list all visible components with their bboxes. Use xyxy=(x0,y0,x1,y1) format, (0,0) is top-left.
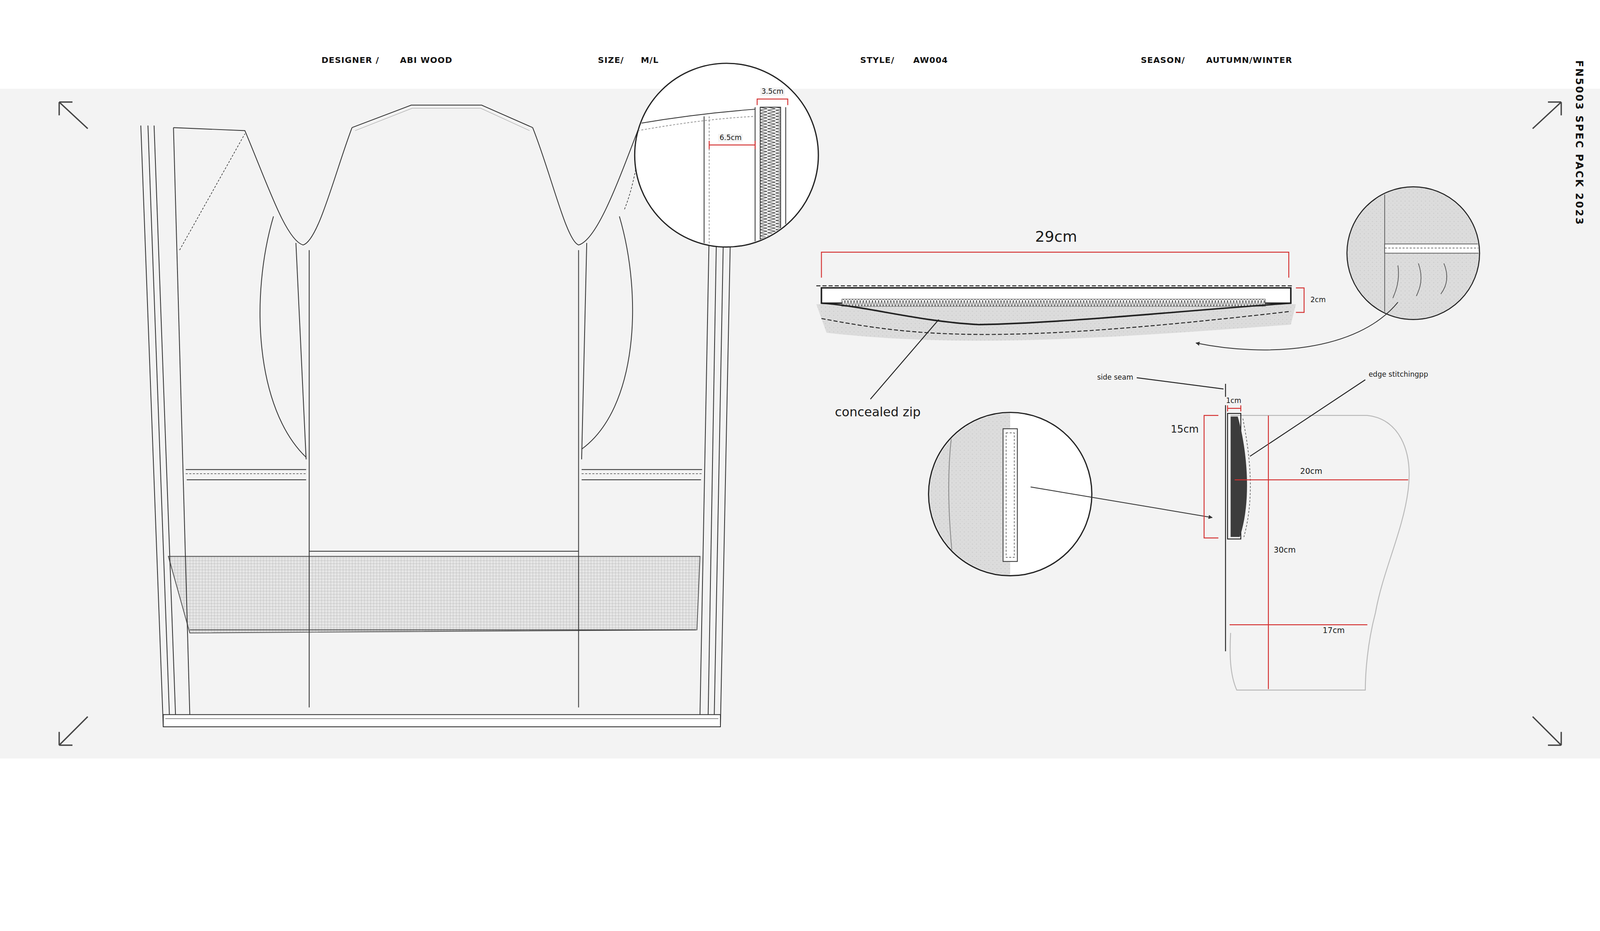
dimension: 1cm xyxy=(1224,397,1243,406)
dimension: 15cm xyxy=(1169,423,1200,436)
header-field: STYLE/ xyxy=(860,55,895,65)
dimension: 20cm xyxy=(1298,467,1324,477)
dimension: 3.5cm xyxy=(760,87,785,97)
header-field: SEASON/ xyxy=(1140,55,1185,65)
header-value: AUTUMN/WINTER xyxy=(1206,55,1293,65)
dimension: 17cm xyxy=(1321,626,1346,636)
callout-label: concealed zip xyxy=(833,405,923,420)
dimension: 29cm xyxy=(1033,227,1079,245)
header-field: SIZE/ xyxy=(597,55,624,65)
header-value: M/L xyxy=(640,55,659,65)
header-value: ABI WOOD xyxy=(400,55,453,65)
page-title: FN5003 SPEC PACK 2023 xyxy=(1572,60,1585,226)
header-value: AW004 xyxy=(913,55,948,65)
header-field: DESIGNER / xyxy=(321,55,380,65)
callout-label: side seam xyxy=(1095,373,1135,382)
callout-label: edge stitchingpp xyxy=(1367,370,1430,379)
dimension: 2cm xyxy=(1309,295,1328,305)
dimension: 30cm xyxy=(1272,545,1298,555)
dimension: 6.5cm xyxy=(718,133,743,143)
